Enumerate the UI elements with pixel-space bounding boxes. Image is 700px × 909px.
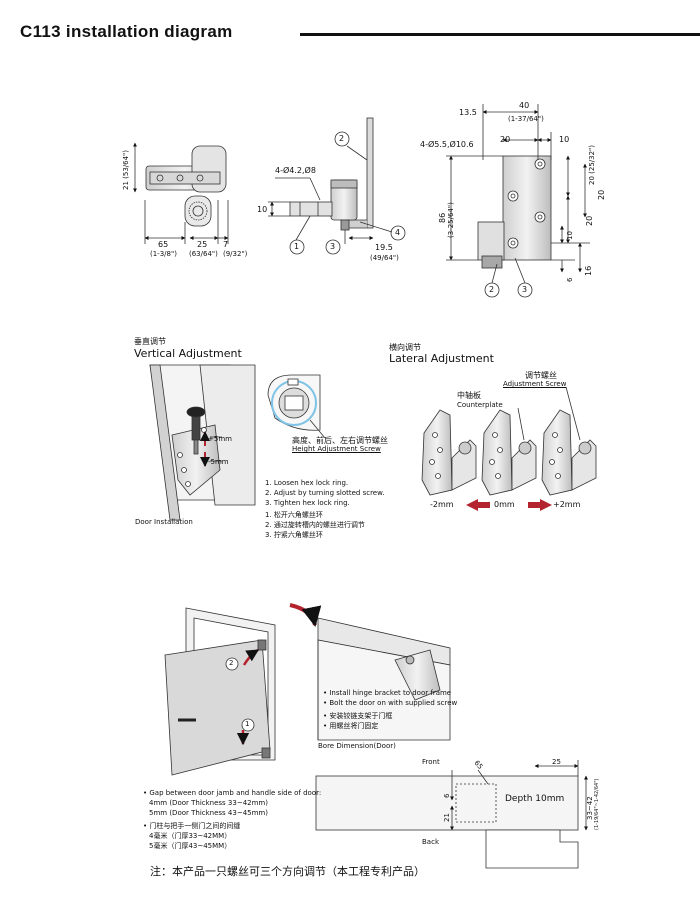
dim-6: 6 [566, 277, 574, 282]
vertical-adjust-zh: 垂直调节 [134, 337, 166, 346]
bore-6: 6 [443, 793, 451, 798]
step-en-1: 1. Loosen hex lock ring. [265, 479, 349, 487]
install-frame-drawing [289, 603, 451, 741]
dim-40-in: (1-37/64") [508, 115, 544, 123]
dim-16: 16 [584, 265, 593, 276]
steps-en: 1. Loosen hex lock ring. 2. Adjust by tu… [265, 478, 384, 508]
plus-5mm: +5mm [208, 435, 232, 443]
dim-13-5: 13.5 [459, 108, 477, 117]
counterplate-zh: 中轴板 [457, 391, 481, 400]
install-notes: • Install hinge bracket to door frame • … [323, 688, 457, 731]
dim-20-b: 20 [597, 189, 606, 200]
dim-7: 7 [223, 240, 229, 249]
bore-side: 33~42 [586, 796, 594, 820]
gap-line-5: 4毫米（门厚33~42MM） [149, 832, 232, 840]
height-screw-detail [267, 374, 326, 439]
bore-depth: Depth 10mm [505, 794, 565, 804]
callout-2-right: 2 [489, 285, 495, 294]
step-zh-1: 1. 松开六角螺丝环 [265, 511, 323, 519]
door-installation-caption: Door Installation [135, 518, 193, 526]
callout-2: 2 [339, 134, 345, 143]
dim-20-top: 20 [500, 135, 511, 144]
install-note-2: • Bolt the door on with supplied screw [323, 699, 458, 707]
dim-65: 65 [158, 240, 169, 249]
step-zh-2: 2. 通过旋转槽内的螺丝进行调节 [265, 521, 365, 529]
title-rule [300, 33, 700, 36]
bore-21: 21 [443, 813, 451, 822]
gap-line-2: 4mm (Door Thickness 33~42mm) [149, 799, 268, 807]
top-view-hinge [133, 142, 229, 244]
dim-20-frac: 20 (25/32") [588, 145, 596, 185]
front-view-hinge [446, 104, 590, 298]
install-callout-2: 2 [229, 659, 234, 667]
dim-7-in: (9/32") [223, 250, 248, 258]
bore-side-in: (1-19/64"~1-42/64") [594, 778, 600, 830]
lateral-0mm: 0mm [494, 500, 515, 509]
red-arrow-right [540, 499, 552, 511]
bore-caption: Bore Dimension(Door) [318, 742, 396, 750]
vertical-door-drawing [149, 364, 256, 521]
lateral-adjust-zh: 横向调节 [389, 343, 421, 352]
gap-line-1: • Gap between door jamb and handle side … [143, 789, 322, 797]
dim-19-5-in: (49/64") [370, 254, 399, 262]
red-arrow-left [466, 499, 478, 511]
lateral-plus-2mm: +2mm [553, 500, 581, 509]
callout-3: 3 [330, 242, 336, 251]
lateral-hinges [421, 386, 597, 511]
dim-10-top: 10 [559, 135, 570, 144]
right-holes: 4-Ø5.5,Ø10.6 [420, 140, 474, 149]
lateral-hinge-middle [481, 409, 537, 496]
adjust-screw-zh: 调节螺丝 [525, 371, 557, 380]
steps-zh: 1. 松开六角螺丝环 2. 通过旋转槽内的螺丝进行调节 3. 拧紧六角螺丝环 [265, 510, 365, 540]
minus-5mm: -5mm [208, 458, 229, 466]
gap-notes: • Gap between door jamb and handle side … [143, 788, 321, 851]
dim-20-c: 20 [585, 215, 594, 226]
bore-front: Front [422, 758, 440, 766]
install-note-3: • 安装铰链支架于门框 [323, 712, 393, 720]
dim-total-height: 21 (53/64") [122, 150, 130, 190]
install-callout-1: 1 [245, 720, 250, 728]
counterplate-en: Counterplate [457, 401, 503, 409]
dim-10-b: 10 [566, 231, 574, 240]
dim-25-in: (63/64") [189, 250, 218, 258]
dim-25: 25 [197, 240, 208, 249]
page-title: C113 installation diagram [20, 22, 233, 41]
lateral-minus-2mm: -2mm [430, 500, 454, 509]
dim-86-in: (3-25/64") [447, 202, 455, 238]
callout-3-right: 3 [522, 285, 528, 294]
lateral-hinge-left [421, 409, 477, 496]
lateral-hinge-right [541, 409, 597, 496]
bore-dimension-drawing [315, 760, 588, 869]
dim-10: 10 [257, 205, 268, 214]
height-screw-zh: 高度、前后、左右调节螺丝 [292, 436, 388, 445]
footnote: 注：本产品一只螺丝可三个方向调节（本工程专利产品） [150, 865, 425, 878]
gap-line-3: 5mm (Door Thickness 43~45mm) [149, 809, 268, 817]
dim-65-in: (1-3/8") [150, 250, 177, 258]
height-screw-en: Height Adjustment Screw [292, 445, 381, 453]
step-zh-3: 3. 拧紧六角螺丝环 [265, 531, 323, 539]
install-note-1: • Install hinge bracket to door frame [323, 689, 452, 697]
bore-back: Back [422, 838, 439, 846]
step-en-2: 2. Adjust by turning slotted screw. [265, 489, 385, 497]
adjust-screw-en: Adjustment Screw [503, 380, 567, 388]
gap-line-6: 5毫米（门厚43~45MM） [149, 842, 232, 850]
install-door-drawing [164, 607, 276, 776]
gap-line-4: • 门柱与把手一侧门之间的间缝 [143, 822, 241, 830]
dim-40: 40 [519, 101, 530, 110]
vertical-adjust-en: Vertical Adjustment [134, 347, 242, 360]
callout-1: 1 [294, 242, 300, 251]
lateral-adjust-en: Lateral Adjustment [389, 352, 494, 365]
bore-25: 25 [552, 758, 561, 766]
install-note-4: • 用螺丝将门固定 [323, 722, 379, 730]
step-en-3: 3. Tighten hex lock ring. [265, 499, 350, 507]
dim-86: 86 [438, 212, 447, 223]
mid-holes: 4-Ø4.2,Ø8 [275, 166, 316, 175]
dim-19-5: 19.5 [375, 243, 393, 252]
callout-4: 4 [395, 228, 401, 237]
side-view-hinge [268, 117, 406, 255]
